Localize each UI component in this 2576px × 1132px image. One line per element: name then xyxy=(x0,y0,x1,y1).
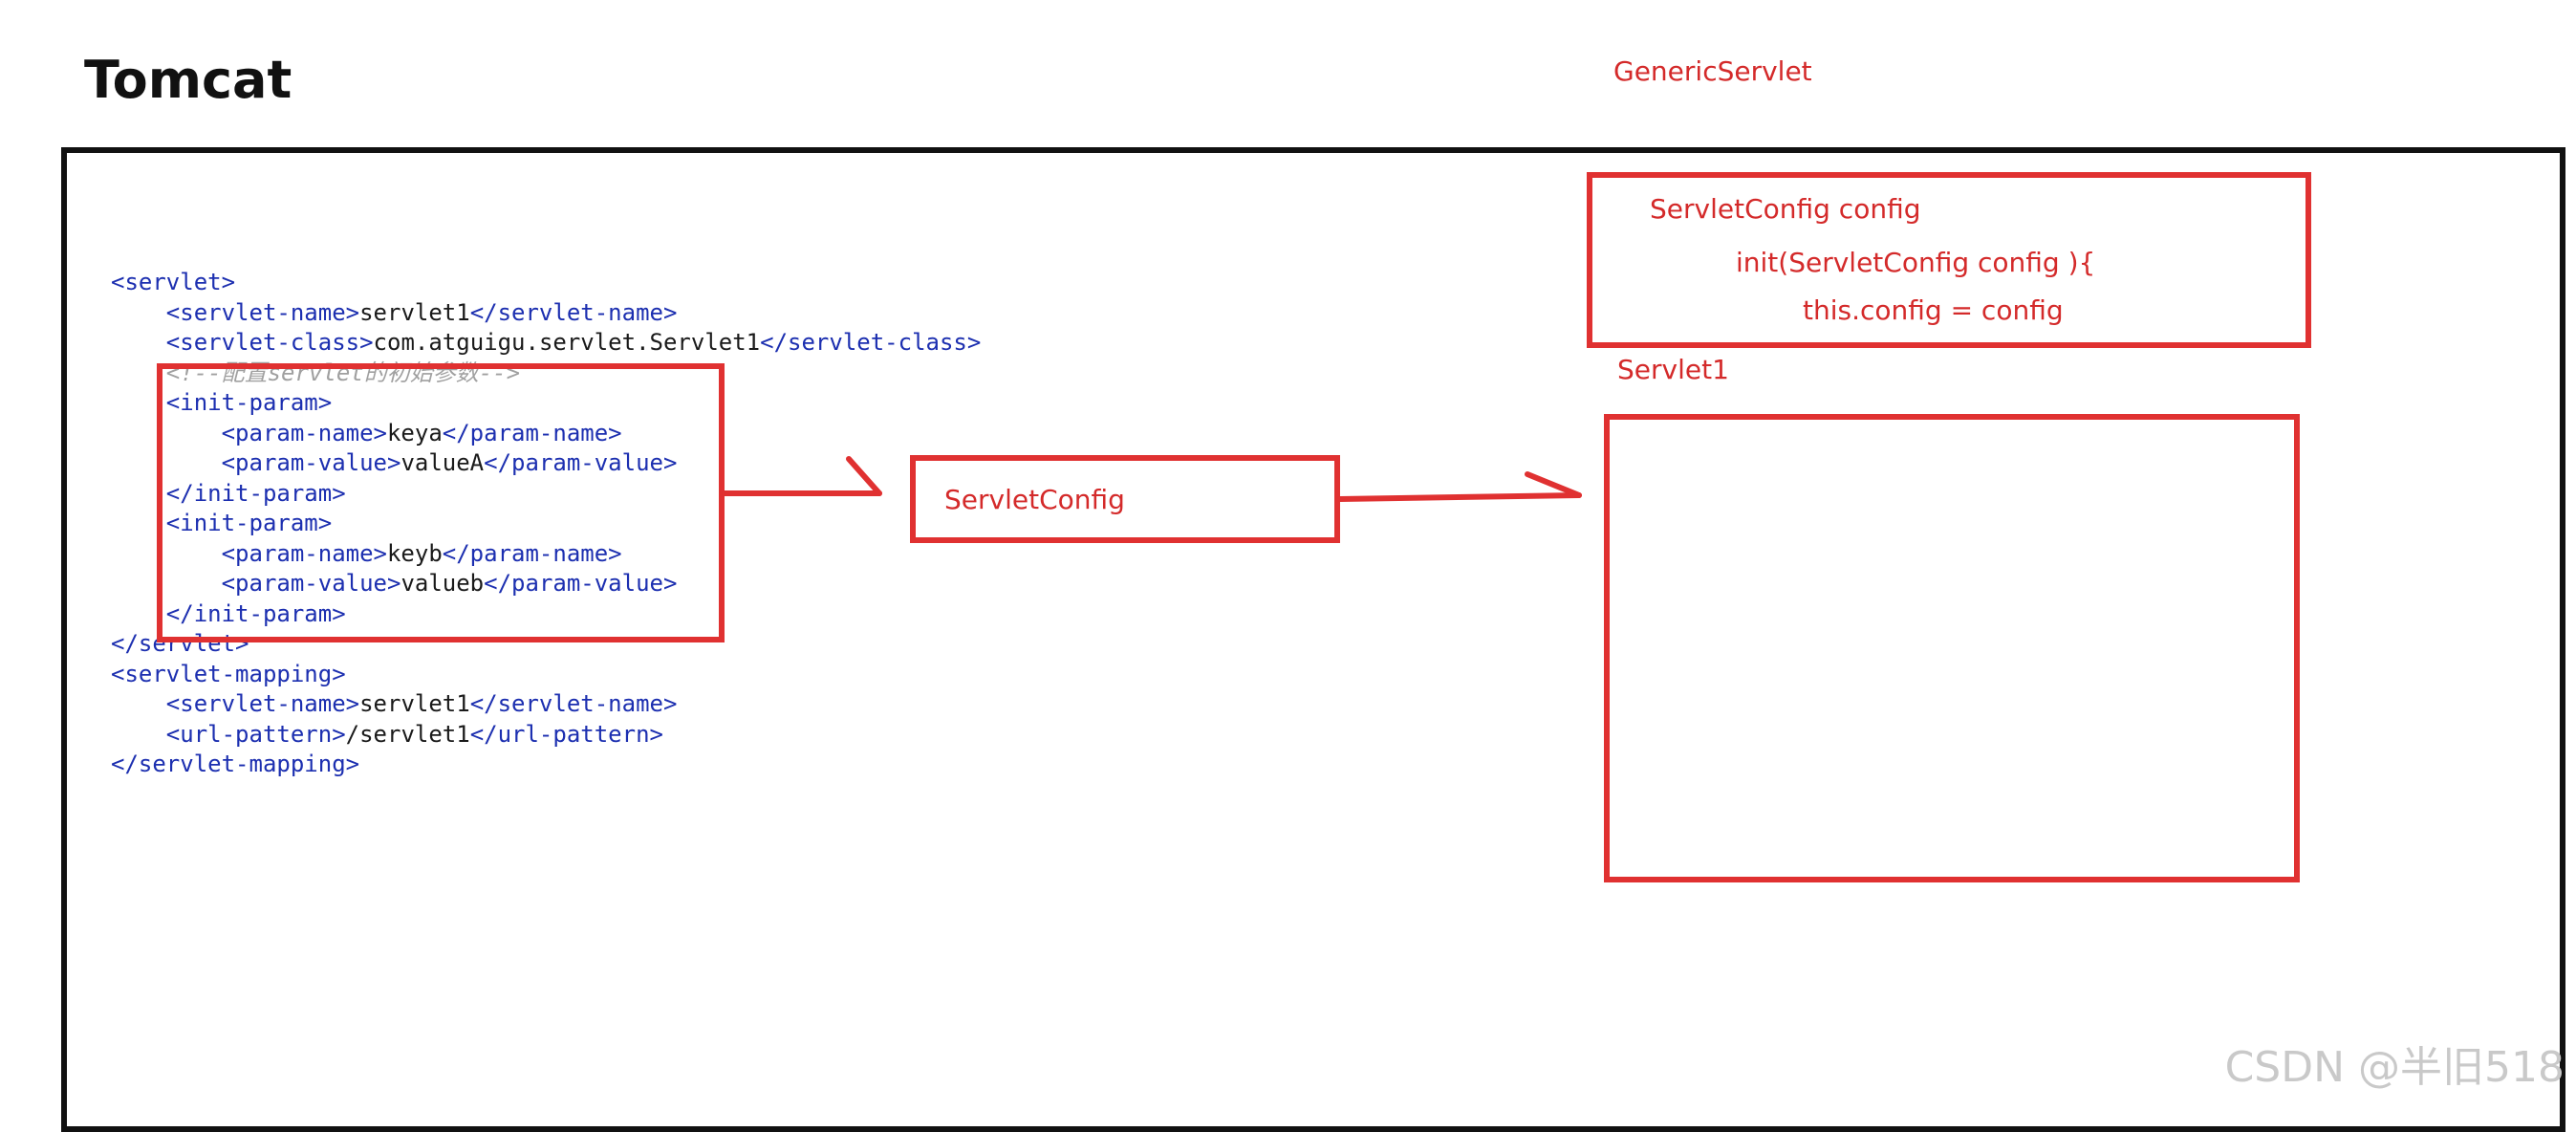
servlet-config-box-label: ServletConfig xyxy=(944,484,1125,515)
code-open-tag: </servlet-mapping> xyxy=(111,751,360,777)
code-line: <param-value>valueA</param-value> xyxy=(111,448,981,479)
code-text: valueb xyxy=(400,570,485,597)
code-line: <servlet-class>com.atguigu.servlet.Servl… xyxy=(111,328,982,359)
code-open-tag: <servlet-class> xyxy=(165,329,374,356)
code-text: com.atguigu.servlet.Servlet1 xyxy=(373,329,761,356)
page-title: Tomcat xyxy=(84,50,292,110)
code-close-tag: </servlet-name> xyxy=(469,298,678,326)
code-open-tag: <init-param> xyxy=(165,510,333,536)
code-open-tag: </servlet> xyxy=(111,630,249,657)
arrow-init-param-to-config-icon xyxy=(722,456,882,496)
code-close-tag: </param-value> xyxy=(484,570,678,597)
code-line: <param-value>valueb</param-value> xyxy=(111,569,981,599)
code-close-tag: </servlet-name> xyxy=(469,690,678,717)
code-text: servlet1 xyxy=(359,690,470,717)
code-close-tag: </param-name> xyxy=(442,419,622,446)
code-text: /servlet1 xyxy=(345,720,470,748)
code-open-tag: <url-pattern> xyxy=(165,720,346,748)
arrow-config-to-servlet1-icon xyxy=(1337,471,1582,502)
code-open-tag: </init-param> xyxy=(165,599,346,627)
code-line: <param-name>keyb</param-name> xyxy=(111,539,981,570)
code-close-tag: </param-name> xyxy=(442,539,622,567)
web-xml-code-block: <servlet> <servlet-name>servlet1</servle… xyxy=(111,268,981,780)
code-open-tag: <param-name> xyxy=(221,539,387,567)
code-line: </servlet> xyxy=(111,629,981,660)
config-field-box: ServletConfig config init(ServletConfig … xyxy=(1587,172,2311,348)
code-open-tag: <servlet-name> xyxy=(165,690,360,717)
code-open-tag: <param-name> xyxy=(221,419,387,446)
code-open-tag: <servlet> xyxy=(111,269,236,295)
code-close-tag: </param-value> xyxy=(484,449,678,476)
code-open-tag: </init-param> xyxy=(165,479,346,507)
code-close-tag: </servlet-class> xyxy=(760,329,982,356)
code-line: <servlet-mapping> xyxy=(111,660,981,690)
generic-servlet-label: GenericServlet xyxy=(1613,55,1812,87)
code-open-tag: <servlet-mapping> xyxy=(111,660,346,687)
servlet1-box xyxy=(1604,414,2300,882)
code-open-tag: <param-value> xyxy=(221,449,401,476)
code-text: valueA xyxy=(400,449,485,476)
assignment-line: this.config = config xyxy=(1803,294,2064,326)
config-field-line: ServletConfig config xyxy=(1650,193,1921,225)
code-line: </init-param> xyxy=(111,599,981,630)
code-line: </servlet-mapping> xyxy=(111,750,981,780)
code-line: <param-name>keya</param-name> xyxy=(111,419,981,449)
init-method-line: init(ServletConfig config ){ xyxy=(1736,247,2096,278)
code-text: keyb xyxy=(386,539,443,567)
code-line: <url-pattern>/servlet1</url-pattern> xyxy=(111,720,981,751)
code-open-tag: <servlet-name> xyxy=(165,298,360,326)
code-text: keya xyxy=(386,419,443,446)
code-line: <init-param> xyxy=(111,509,981,539)
code-line: <servlet-name>servlet1</servlet-name> xyxy=(111,298,981,329)
code-close-tag: </url-pattern> xyxy=(469,720,663,748)
csdn-watermark: CSDN @半旧518 xyxy=(2224,1043,2565,1092)
init-param-highlight-box xyxy=(157,363,725,642)
code-open-tag: <init-param> xyxy=(165,389,333,416)
code-open-tag: <param-value> xyxy=(221,570,401,597)
servlet1-label: Servlet1 xyxy=(1617,354,1729,385)
code-line: <init-param> xyxy=(111,388,981,419)
code-line: </init-param> xyxy=(111,479,981,510)
code-text: servlet1 xyxy=(359,298,470,326)
code-line: <servlet> xyxy=(111,268,981,298)
code-line: <servlet-name>servlet1</servlet-name> xyxy=(111,689,981,720)
